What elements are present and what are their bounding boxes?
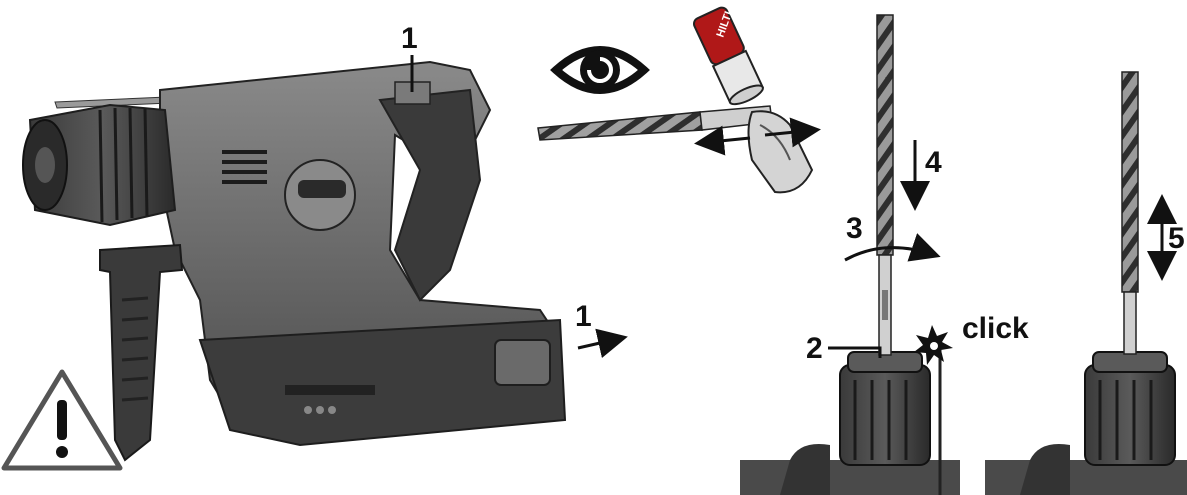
- drill-bit-inserting: [876, 14, 894, 356]
- click-label: click: [962, 312, 1029, 345]
- callout-bit-slot: 2: [806, 332, 823, 365]
- callout-pull-check: 5: [1168, 222, 1185, 255]
- callout-push-bit: 4: [925, 146, 942, 179]
- hand-illustration: [747, 110, 814, 194]
- chuck-illustration-check: [985, 351, 1187, 495]
- callout-rotate-bit: 3: [846, 212, 863, 245]
- battery-release-arrow: [577, 328, 628, 358]
- drill-bit-seated: [1121, 71, 1139, 355]
- callout-battery-release: 1: [575, 300, 592, 333]
- grease-motion-arrow-left: [694, 125, 751, 156]
- horizontal-drill-bit: [537, 105, 773, 141]
- warning-triangle-icon: [1, 369, 123, 471]
- rotary-hammer-illustration: [22, 60, 567, 462]
- callout-trigger-release: 1: [401, 22, 418, 55]
- chuck-illustration-insert: [740, 350, 960, 495]
- grease-motion-arrow-right: [764, 117, 821, 148]
- grease-tube-illustration: [692, 6, 765, 106]
- rotate-arrow: [844, 233, 941, 262]
- eye-icon: [550, 46, 650, 94]
- starburst-icon: [914, 325, 953, 365]
- slot-leader-line: [828, 346, 882, 358]
